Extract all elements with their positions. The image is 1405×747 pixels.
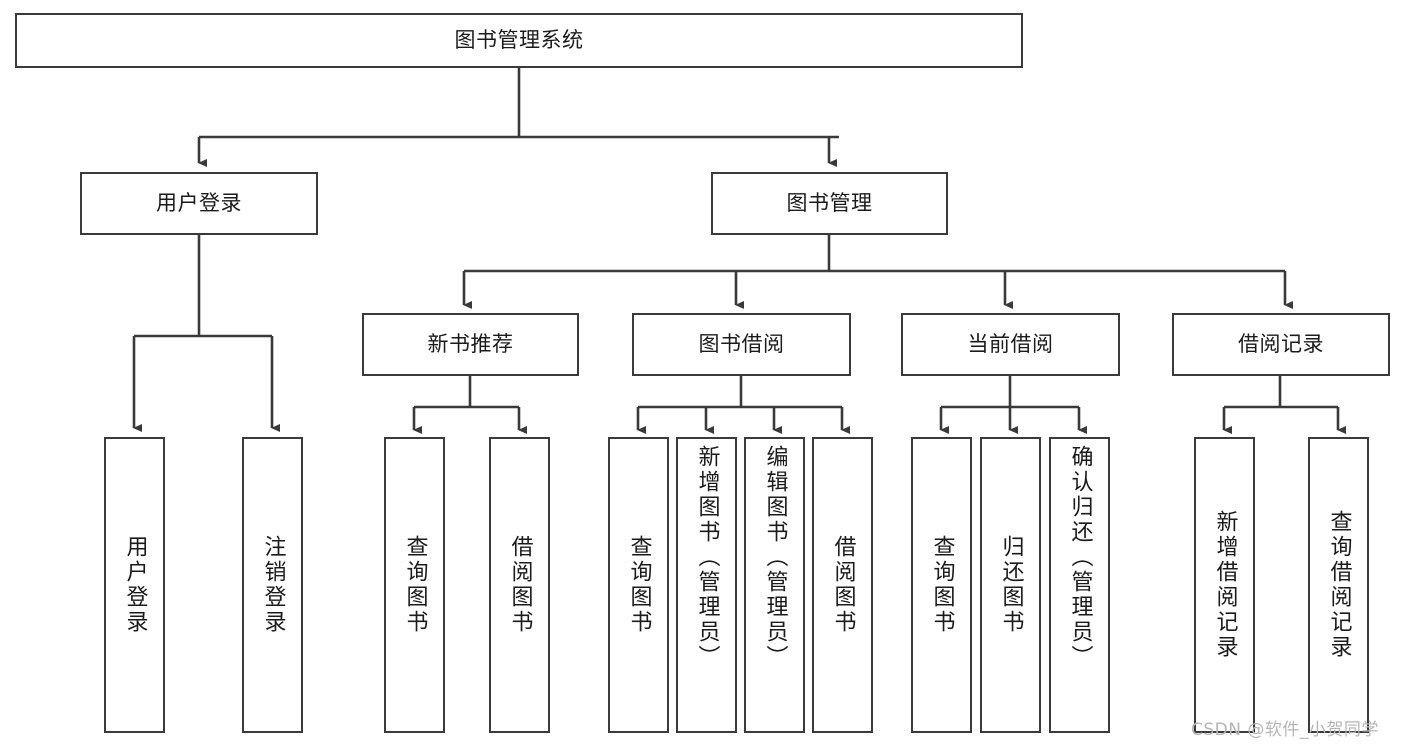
node-leaf-query-book-3-label: 查询图书 (929, 535, 955, 635)
node-leaf-borrow-book-2-label: 借阅图书 (830, 535, 856, 635)
node-book-borrow[interactable]: 图书借阅 (632, 313, 851, 376)
node-leaf-borrow-book-1-label: 借阅图书 (507, 535, 533, 635)
node-leaf-add-borrow-record[interactable]: 新增借阅记录 (1194, 437, 1255, 733)
node-leaf-query-book-3[interactable]: 查询图书 (911, 437, 972, 733)
node-leaf-logout-login-label: 注销登录 (260, 535, 286, 635)
node-book-management-label: 图书管理 (786, 191, 873, 216)
node-leaf-edit-book-admin-label: 编辑图书（管理员） (762, 445, 788, 670)
node-leaf-query-book-2-label: 查询图书 (626, 535, 652, 635)
node-current-borrow-label: 当前借阅 (967, 332, 1054, 357)
node-leaf-add-borrow-record-label: 新增借阅记录 (1212, 510, 1238, 660)
node-user-login-label: 用户登录 (156, 191, 242, 216)
node-new-book-recommend[interactable]: 新书推荐 (362, 313, 579, 376)
node-leaf-borrow-book-2[interactable]: 借阅图书 (812, 437, 873, 733)
node-current-borrow[interactable]: 当前借阅 (901, 313, 1120, 376)
node-borrow-record-label: 借阅记录 (1238, 332, 1324, 357)
node-leaf-query-book-1[interactable]: 查询图书 (384, 437, 445, 733)
node-leaf-return-book[interactable]: 归还图书 (980, 437, 1041, 733)
node-leaf-query-borrow-record[interactable]: 查询借阅记录 (1308, 437, 1369, 733)
node-leaf-query-borrow-record-label: 查询借阅记录 (1326, 510, 1352, 660)
node-leaf-edit-book-admin[interactable]: 编辑图书（管理员） (744, 437, 805, 733)
node-leaf-confirm-return-admin-label: 确认归还（管理员） (1067, 445, 1093, 670)
node-book-management[interactable]: 图书管理 (711, 172, 948, 235)
node-leaf-confirm-return-admin[interactable]: 确认归还（管理员） (1049, 437, 1110, 733)
node-leaf-query-book-2[interactable]: 查询图书 (608, 437, 669, 733)
node-leaf-user-login[interactable]: 用户登录 (104, 437, 165, 733)
node-new-book-recommend-label: 新书推荐 (427, 332, 514, 357)
node-user-login[interactable]: 用户登录 (80, 172, 318, 235)
node-leaf-logout-login[interactable]: 注销登录 (242, 437, 303, 733)
csdn-watermark: CSDN @软件_小贺同学 (1191, 720, 1379, 740)
node-leaf-query-book-1-label: 查询图书 (402, 535, 428, 635)
node-leaf-user-login-label: 用户登录 (122, 535, 148, 635)
node-leaf-borrow-book-1[interactable]: 借阅图书 (489, 437, 550, 733)
node-root-label: 图书管理系统 (454, 28, 584, 53)
node-leaf-add-book-admin-label: 新增图书（管理员） (694, 445, 720, 670)
node-borrow-record[interactable]: 借阅记录 (1172, 313, 1390, 376)
node-leaf-add-book-admin[interactable]: 新增图书（管理员） (676, 437, 737, 733)
node-book-borrow-label: 图书借阅 (698, 332, 785, 357)
node-leaf-return-book-label: 归还图书 (998, 535, 1024, 635)
node-root[interactable]: 图书管理系统 (15, 13, 1023, 68)
